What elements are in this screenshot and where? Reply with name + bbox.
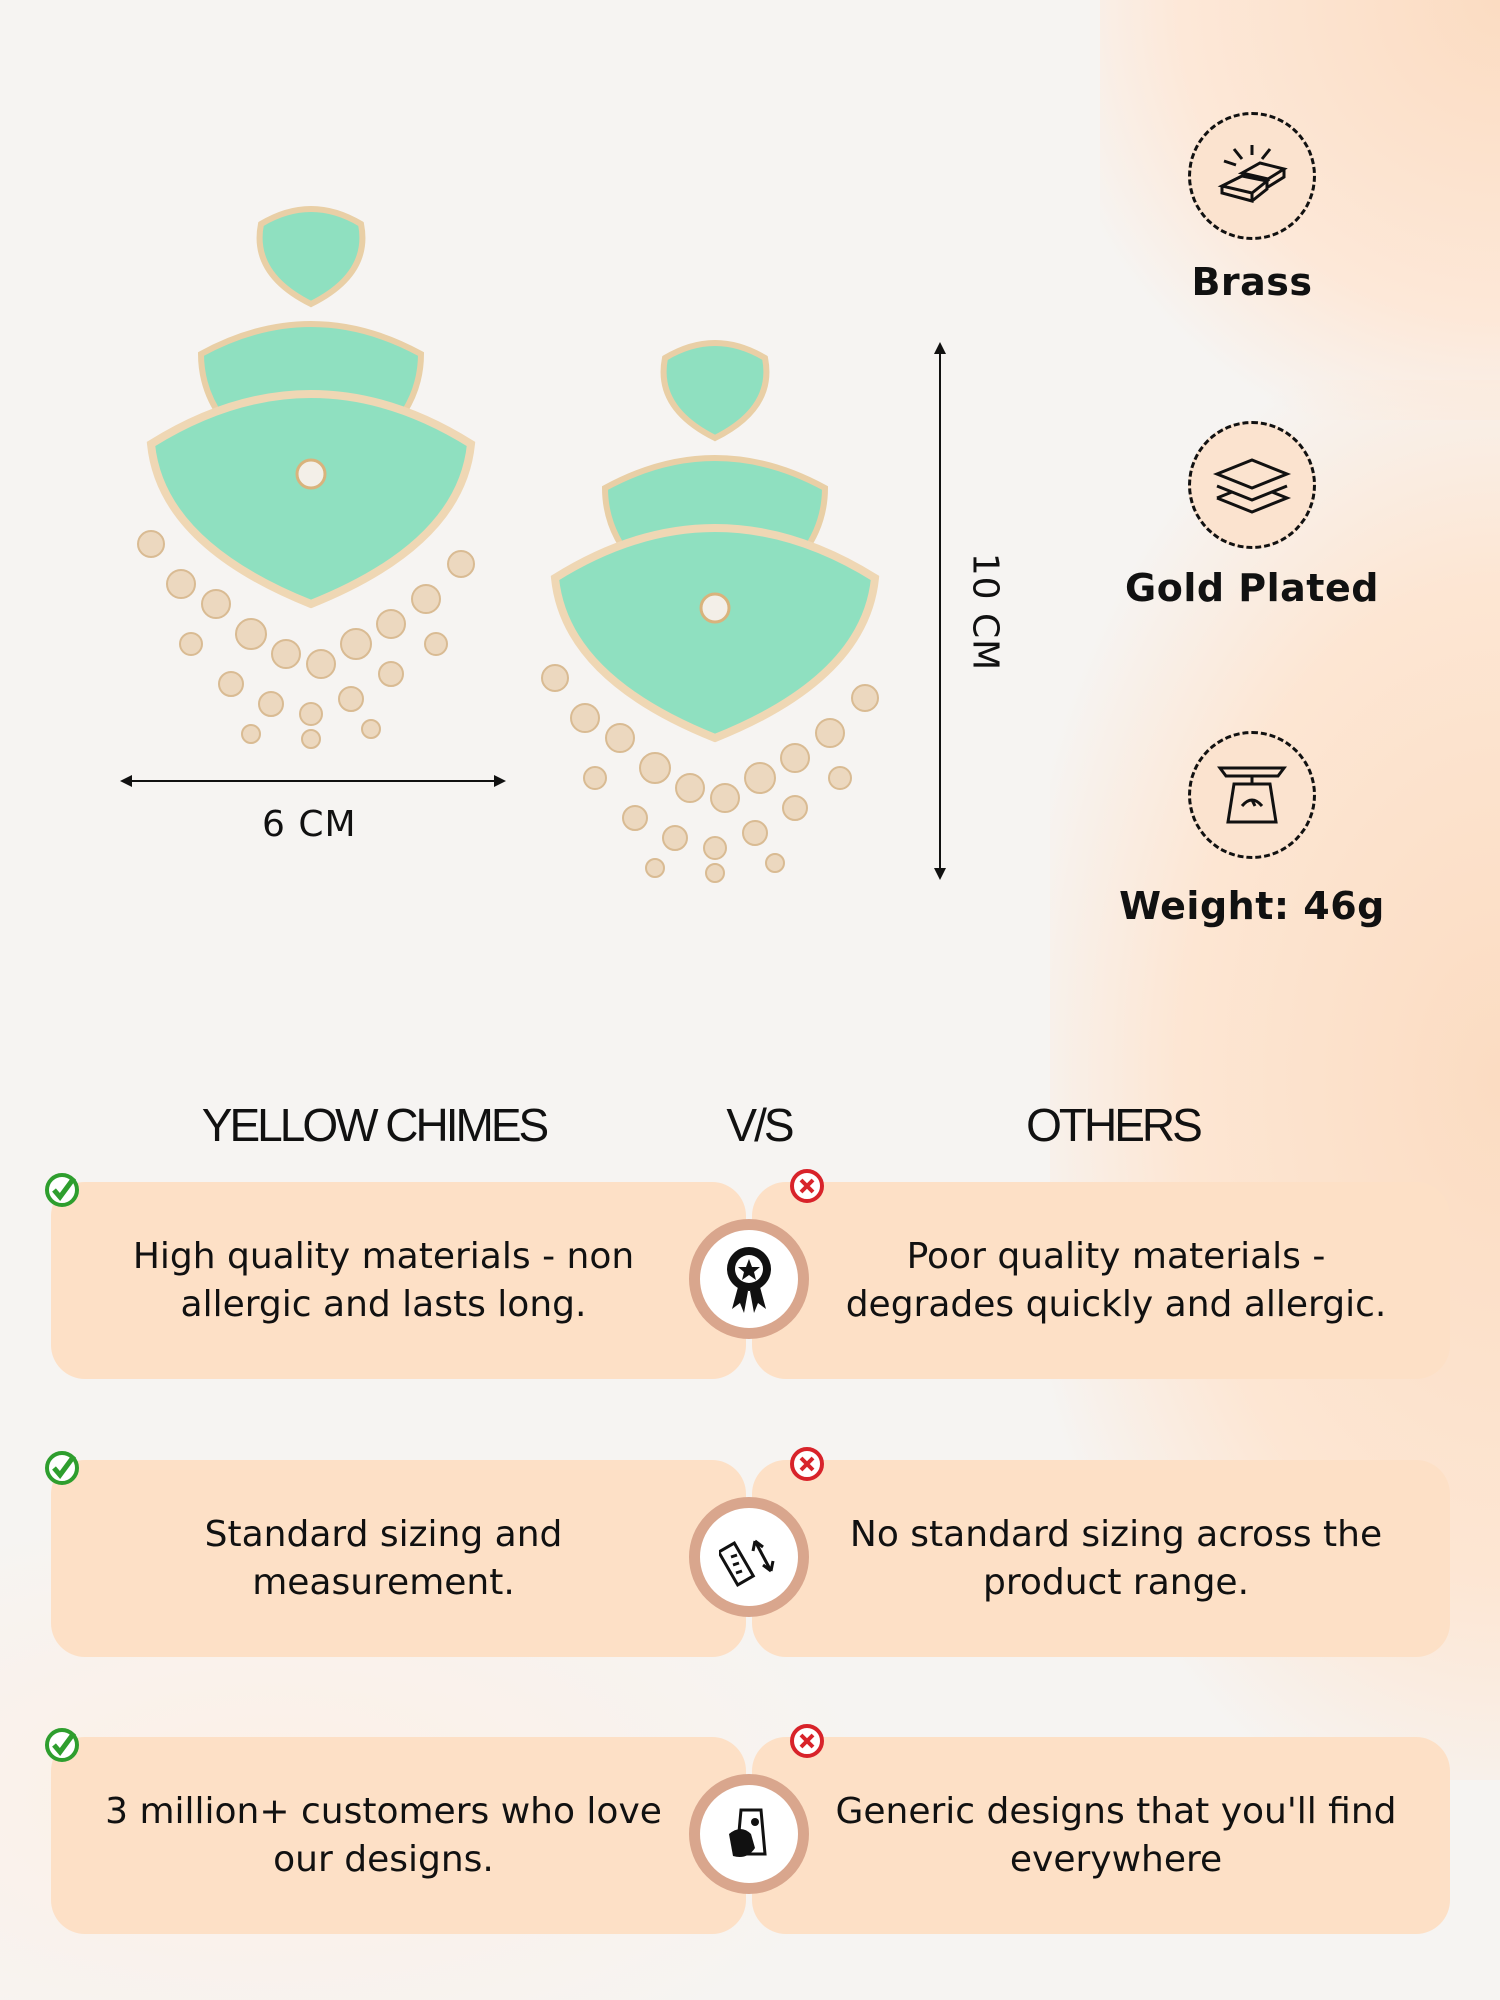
feature-label-brass: Brass bbox=[1191, 260, 1313, 304]
check-icon bbox=[45, 1173, 79, 1207]
weight-feature-icon bbox=[1188, 731, 1316, 859]
row-icon-circle bbox=[689, 1497, 809, 1617]
award-badge-icon bbox=[727, 1247, 771, 1313]
gold-bars-icon bbox=[1217, 145, 1288, 203]
card-text: Poor quality materials - degrades quickl… bbox=[845, 1235, 1387, 1325]
cross-icon bbox=[790, 1169, 824, 1203]
earring-image-right bbox=[541, 340, 880, 883]
gold-plated-feature-icon bbox=[1188, 421, 1316, 549]
height-label: 10 CM bbox=[964, 552, 1006, 672]
comparison-card-ours: 3 million+ customers who love our design… bbox=[51, 1737, 746, 1934]
height-arrow bbox=[934, 342, 946, 880]
card-text: No standard sizing across the product ra… bbox=[849, 1513, 1383, 1603]
ruler-measure-icon bbox=[719, 1539, 775, 1587]
card-text: Generic designs that you'll find everywh… bbox=[835, 1790, 1397, 1880]
heading-others: OTHERS bbox=[1026, 1099, 1203, 1151]
comparison-card-ours: Standard sizing and measurement. bbox=[51, 1460, 746, 1657]
comparison-card-others: No standard sizing across the product ra… bbox=[752, 1460, 1450, 1657]
weighing-scale-icon bbox=[1217, 766, 1287, 824]
width-label: 6 CM bbox=[262, 804, 357, 845]
feature-label-gold-plated: Gold Plated bbox=[1125, 566, 1379, 610]
check-icon bbox=[45, 1728, 79, 1762]
heading-yellow-chimes: YELLOW CHIMES bbox=[201, 1099, 549, 1151]
comparison-card-others: Generic designs that you'll find everywh… bbox=[752, 1737, 1450, 1934]
card-text: High quality materials - non allergic an… bbox=[132, 1235, 635, 1325]
feature-label-weight: Weight: 46g bbox=[1119, 884, 1385, 928]
card-text: Standard sizing and measurement. bbox=[204, 1513, 563, 1603]
cross-icon bbox=[790, 1724, 824, 1758]
row-icon-circle bbox=[689, 1774, 809, 1894]
comparison-card-others: Poor quality materials - degrades quickl… bbox=[752, 1182, 1450, 1379]
design-hand-icon bbox=[729, 1808, 767, 1857]
row-icon-circle bbox=[689, 1219, 809, 1339]
comparison-card-ours: High quality materials - non allergic an… bbox=[51, 1182, 746, 1379]
cross-icon bbox=[790, 1447, 824, 1481]
check-icon bbox=[45, 1451, 79, 1485]
earring-image-left bbox=[137, 206, 476, 749]
layers-icon bbox=[1212, 458, 1292, 514]
width-arrow bbox=[120, 775, 506, 787]
heading-vs: V/S bbox=[726, 1099, 794, 1151]
brass-feature-icon bbox=[1188, 112, 1316, 240]
card-text: 3 million+ customers who love our design… bbox=[105, 1790, 662, 1880]
